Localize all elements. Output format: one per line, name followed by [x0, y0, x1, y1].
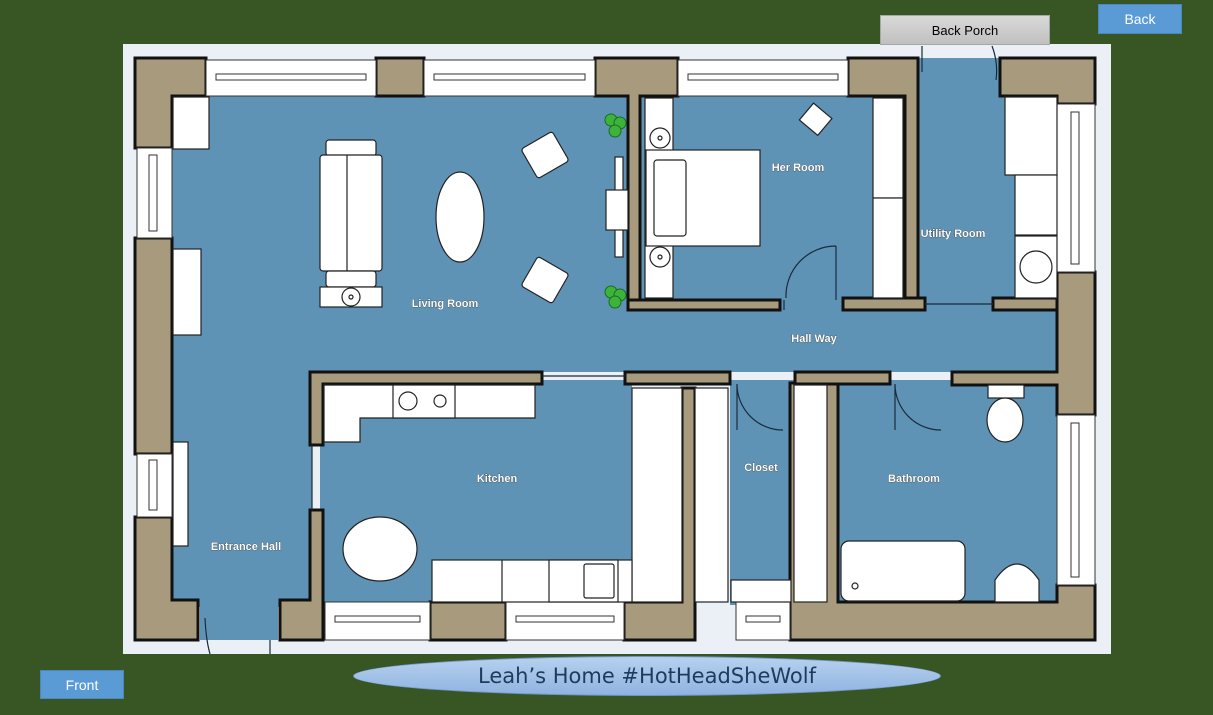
- coffee-table: [435, 171, 485, 263]
- room-bathroom[interactable]: Bathroom: [888, 473, 941, 486]
- toilet-tank: [987, 384, 1025, 399]
- wardrobe: [872, 97, 904, 199]
- floor-plan: Living Room Her Room Utility Room Hall W…: [123, 44, 1111, 654]
- doors: [204, 45, 998, 654]
- svg-text:Bathroom: Bathroom: [888, 473, 940, 485]
- svg-text:Hall Way: Hall Way: [791, 333, 837, 345]
- furniture: [172, 96, 1058, 603]
- svg-text:Living Room: Living Room: [412, 298, 479, 310]
- room-hall-way[interactable]: Hall Way: [791, 333, 838, 346]
- svg-text:Entrance Hall: Entrance Hall: [211, 541, 281, 553]
- room-utility-room[interactable]: Utility Room: [920, 228, 986, 241]
- armchair: [521, 256, 569, 304]
- armchair: [521, 131, 569, 179]
- svg-text:Utility Room: Utility Room: [921, 228, 986, 240]
- bathtub: [840, 540, 966, 602]
- room-closet[interactable]: Closet: [744, 462, 779, 475]
- dining-table: [342, 516, 418, 582]
- room-living-room[interactable]: Living Room: [411, 298, 479, 311]
- shelf: [172, 441, 189, 547]
- page-title: Leah’s Home #HotHeadSheWolf: [353, 656, 941, 696]
- toilet: [986, 397, 1024, 443]
- desk-chair: [798, 102, 833, 137]
- room-entrance-hall[interactable]: Entrance Hall: [211, 541, 282, 554]
- cabinet: [172, 248, 202, 336]
- svg-text:Closet: Closet: [744, 462, 778, 474]
- svg-text:Her Room: Her Room: [772, 162, 825, 174]
- back-porch-button[interactable]: Back Porch: [880, 15, 1050, 45]
- front-button[interactable]: Front: [40, 670, 124, 699]
- washer: [1004, 96, 1058, 176]
- room-kitchen[interactable]: Kitchen: [477, 473, 518, 486]
- svg-text:Kitchen: Kitchen: [477, 473, 518, 485]
- pantry-counter: [631, 387, 683, 603]
- plant-icons: [604, 113, 627, 309]
- stove-burner: [398, 391, 418, 411]
- room-her-room[interactable]: Her Room: [771, 162, 825, 175]
- back-button[interactable]: Back: [1098, 4, 1182, 34]
- sofa: [319, 154, 383, 272]
- bathroom-sink: [994, 563, 1040, 603]
- side-table: [172, 96, 210, 150]
